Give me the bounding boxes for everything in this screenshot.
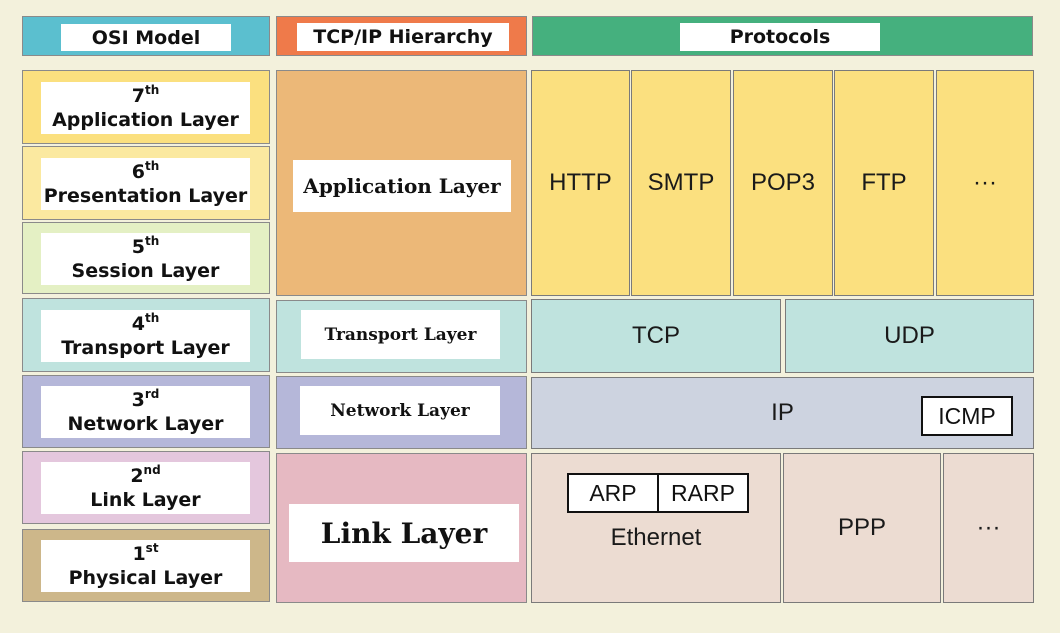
osi-layer-2: 2nd Link Layer bbox=[22, 451, 270, 524]
protocol-arp: ARP bbox=[567, 473, 659, 513]
osi-layer-1-suffix: st bbox=[145, 541, 159, 555]
protocols-header-label: Protocols bbox=[680, 23, 880, 51]
protocol-tcp: TCP bbox=[531, 299, 781, 373]
protocol-ethernet: Ethernet bbox=[610, 524, 702, 551]
osi-layer-4-suffix: th bbox=[144, 311, 160, 325]
tcpip-link-layer: Link Layer bbox=[276, 453, 527, 603]
osi-layer-2-suffix: nd bbox=[143, 463, 161, 477]
tcpip-transport-layer: Transport Layer bbox=[276, 300, 527, 373]
osi-layer-5-number: 5 bbox=[131, 236, 145, 258]
osi-layer-3: 3rd Network Layer bbox=[22, 375, 270, 448]
protocol-link-more: ··· bbox=[943, 453, 1034, 603]
osi-layer-4-number: 4 bbox=[131, 313, 145, 335]
protocol-http: HTTP bbox=[531, 70, 630, 296]
osi-layer-7: 7th Application Layer bbox=[22, 70, 270, 144]
protocol-udp: UDP bbox=[785, 299, 1034, 373]
osi-layer-1-number: 1 bbox=[132, 543, 146, 565]
osi-layer-3-label: 3rd Network Layer bbox=[41, 386, 250, 438]
tcpip-transport-layer-label: Transport Layer bbox=[301, 310, 500, 359]
tcpip-hierarchy-header-label: TCP/IP Hierarchy bbox=[297, 23, 509, 51]
osi-layer-6-suffix: th bbox=[144, 159, 160, 173]
osi-layer-7-label: 7th Application Layer bbox=[41, 82, 250, 134]
osi-layer-2-label: 2nd Link Layer bbox=[41, 462, 250, 514]
protocol-smtp: SMTP bbox=[631, 70, 731, 296]
osi-layer-1: 1st Physical Layer bbox=[22, 529, 270, 602]
osi-layer-7-number: 7 bbox=[131, 85, 145, 107]
protocol-application-more: ··· bbox=[936, 70, 1034, 296]
osi-layer-1-name: Physical Layer bbox=[68, 567, 223, 589]
tcpip-network-layer-label: Network Layer bbox=[300, 386, 500, 435]
protocol-icmp: ICMP bbox=[921, 396, 1013, 436]
tcpip-link-layer-label: Link Layer bbox=[289, 504, 519, 562]
osi-layer-4: 4th Transport Layer bbox=[22, 298, 270, 372]
tcpip-hierarchy-header: TCP/IP Hierarchy bbox=[276, 16, 527, 56]
osi-layer-5: 5th Session Layer bbox=[22, 222, 270, 294]
osi-model-header-label: OSI Model bbox=[61, 24, 231, 51]
protocol-pop3: POP3 bbox=[733, 70, 833, 296]
protocol-ftp: FTP bbox=[834, 70, 934, 296]
osi-layer-6: 6th Presentation Layer bbox=[22, 146, 270, 220]
osi-layer-7-suffix: th bbox=[144, 83, 160, 97]
protocols-header: Protocols bbox=[532, 16, 1033, 56]
tcpip-application-layer: Application Layer bbox=[276, 70, 527, 296]
osi-layer-2-number: 2 bbox=[130, 465, 144, 487]
tcpip-network-layer: Network Layer bbox=[276, 376, 527, 449]
protocol-ip-label: IP bbox=[771, 399, 794, 426]
protocol-ppp: PPP bbox=[783, 453, 941, 603]
osi-layer-3-suffix: rd bbox=[144, 387, 160, 401]
osi-layer-5-label: 5th Session Layer bbox=[41, 233, 250, 285]
osi-layer-3-name: Network Layer bbox=[67, 413, 224, 435]
osi-layer-7-name: Application Layer bbox=[52, 109, 239, 131]
osi-layer-1-label: 1st Physical Layer bbox=[41, 540, 250, 592]
osi-layer-4-name: Transport Layer bbox=[61, 337, 230, 359]
osi-layer-6-name: Presentation Layer bbox=[43, 185, 248, 207]
osi-layer-2-name: Link Layer bbox=[90, 489, 201, 511]
osi-layer-5-suffix: th bbox=[144, 234, 160, 248]
osi-model-header: OSI Model bbox=[22, 16, 270, 56]
protocol-rarp: RARP bbox=[657, 473, 749, 513]
osi-layer-6-number: 6 bbox=[131, 161, 145, 183]
osi-layer-5-name: Session Layer bbox=[71, 260, 220, 282]
osi-layer-4-label: 4th Transport Layer bbox=[41, 310, 250, 362]
osi-layer-3-number: 3 bbox=[131, 389, 145, 411]
osi-layer-6-label: 6th Presentation Layer bbox=[41, 158, 250, 210]
tcpip-application-layer-label: Application Layer bbox=[293, 160, 511, 212]
